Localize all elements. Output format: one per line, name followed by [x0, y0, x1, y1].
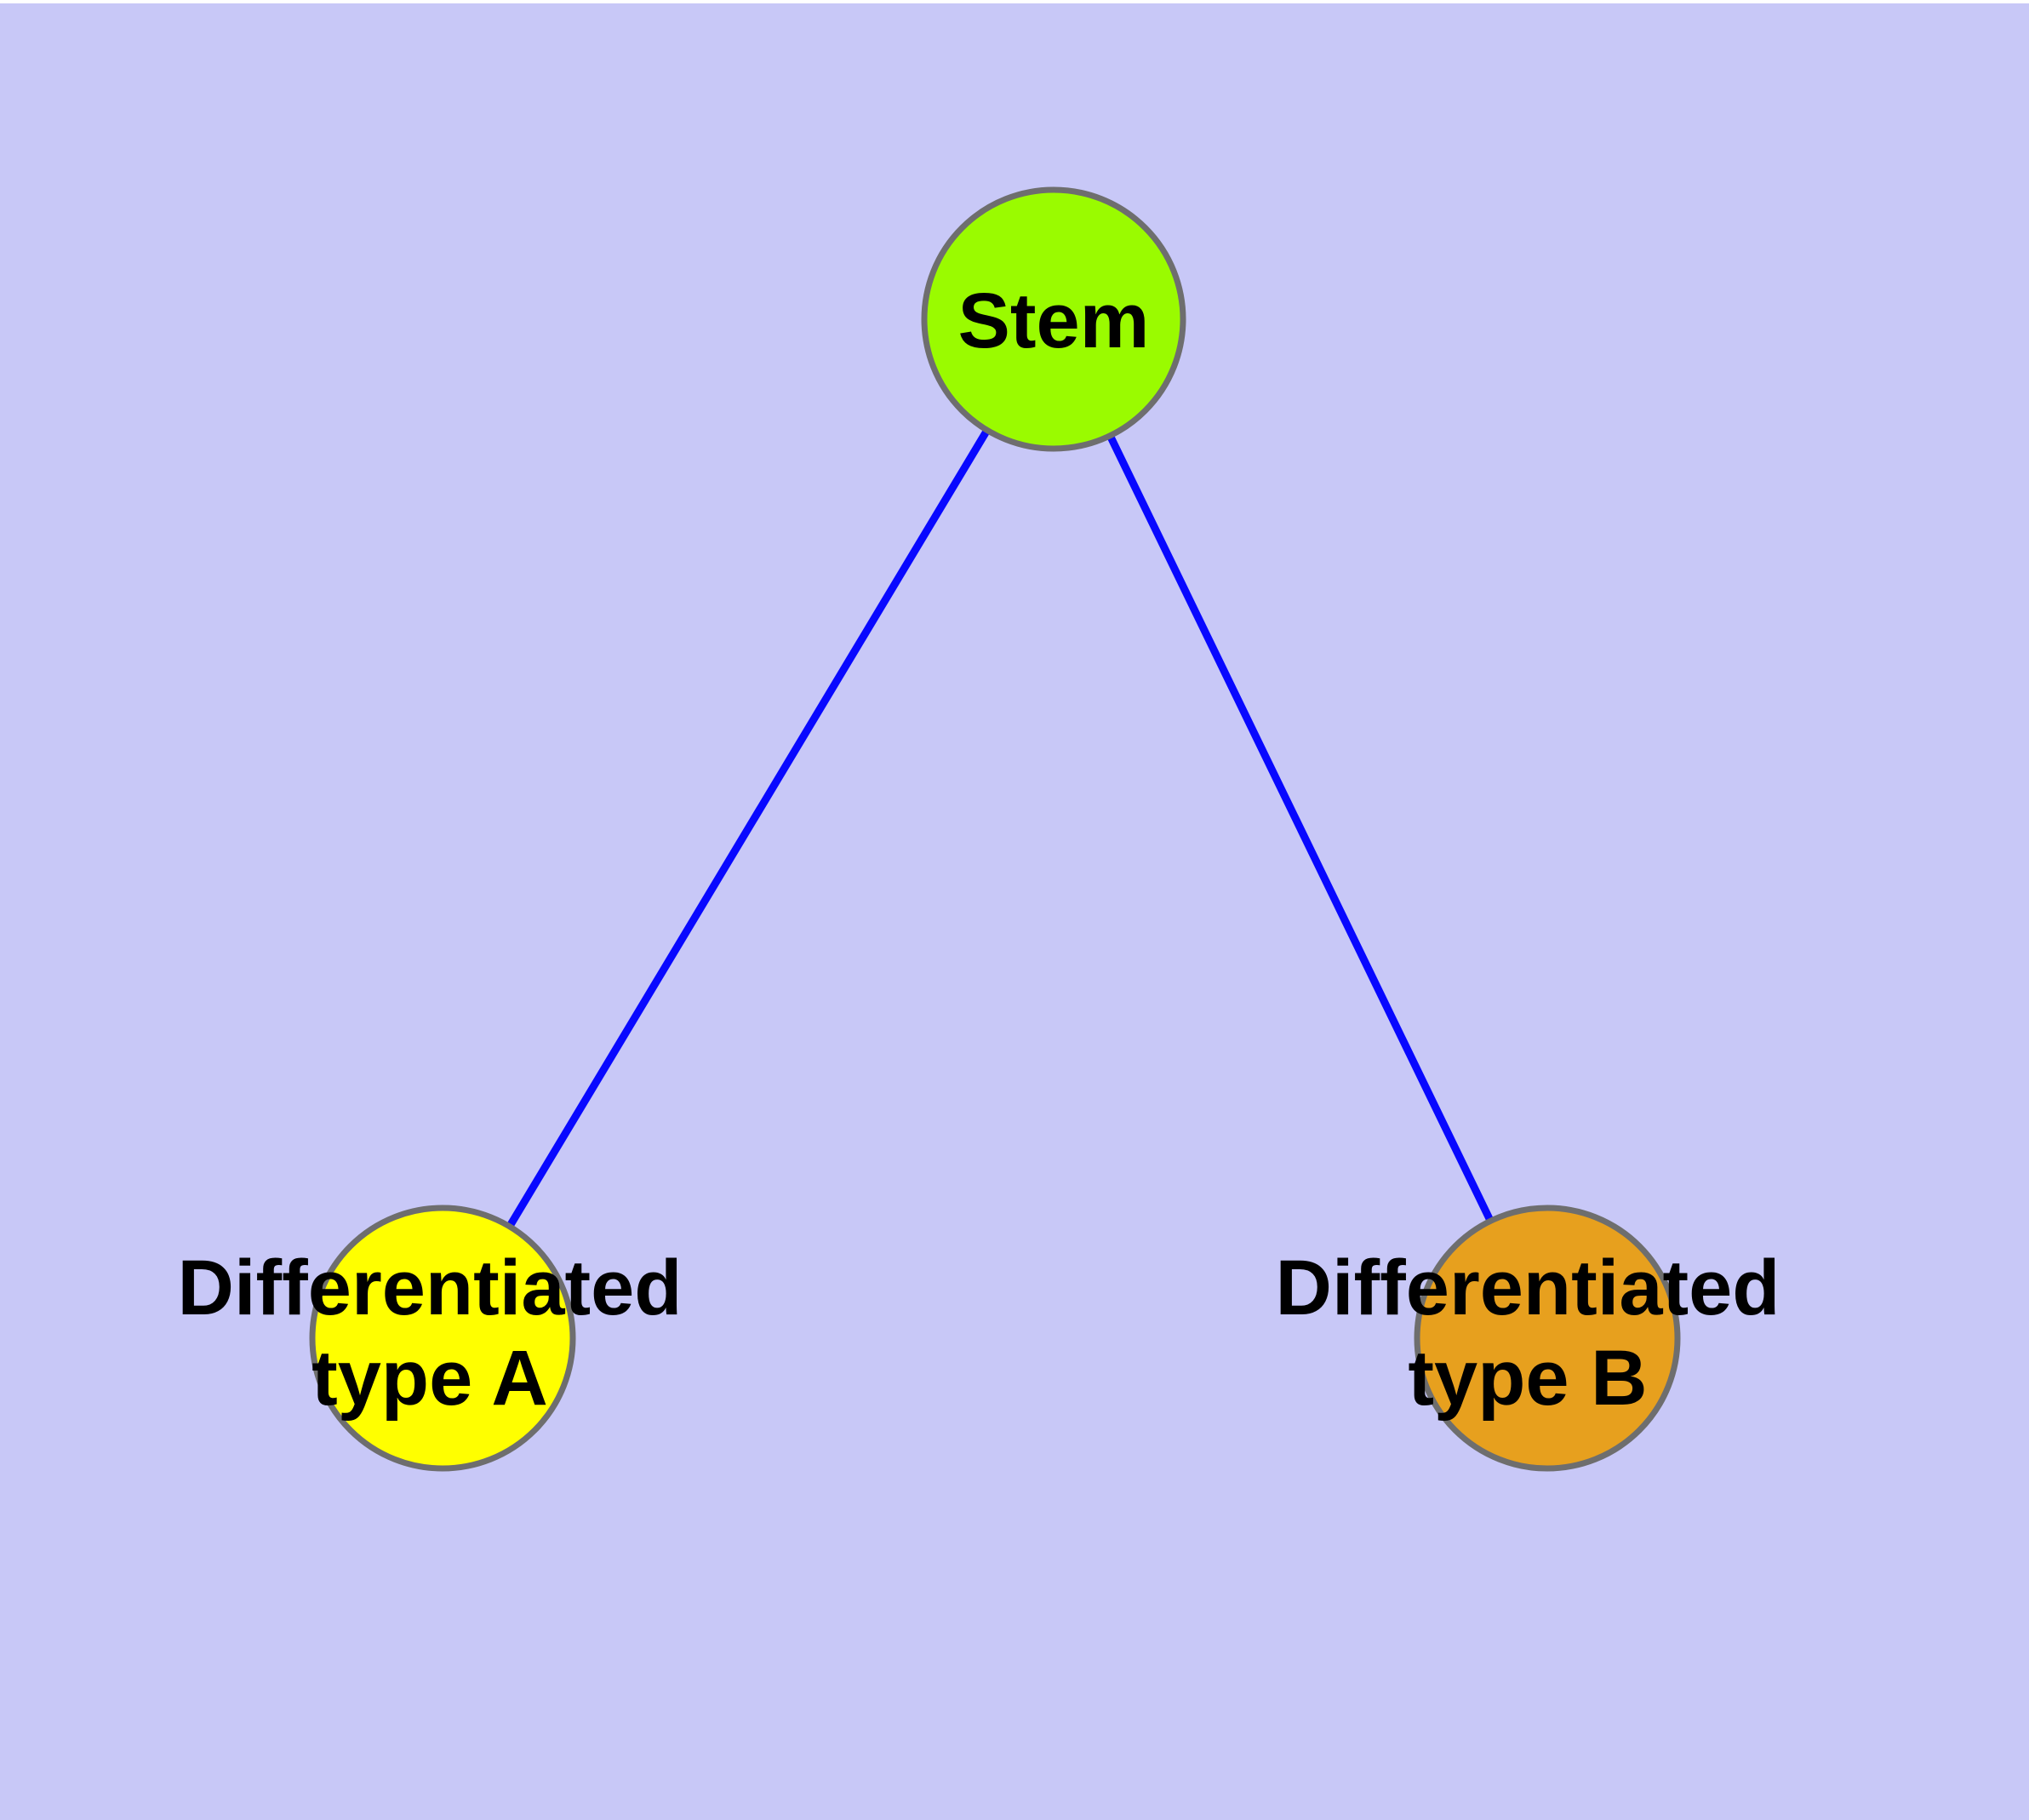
- top-edge-artifact: [0, 0, 2029, 3]
- node-type-b-label: Differentiated type B: [1275, 1245, 1780, 1422]
- node-type-a-label: Differentiated type A: [177, 1245, 683, 1422]
- node-type-a-circle: [309, 1205, 576, 1472]
- edge-stem-to-type-a: [439, 317, 1057, 1341]
- node-stem-circle: [921, 186, 1186, 452]
- node-type-b-circle: [1414, 1205, 1681, 1472]
- edge-stem-to-type-b: [1049, 318, 1552, 1340]
- node-stem-label: Stem: [957, 278, 1150, 365]
